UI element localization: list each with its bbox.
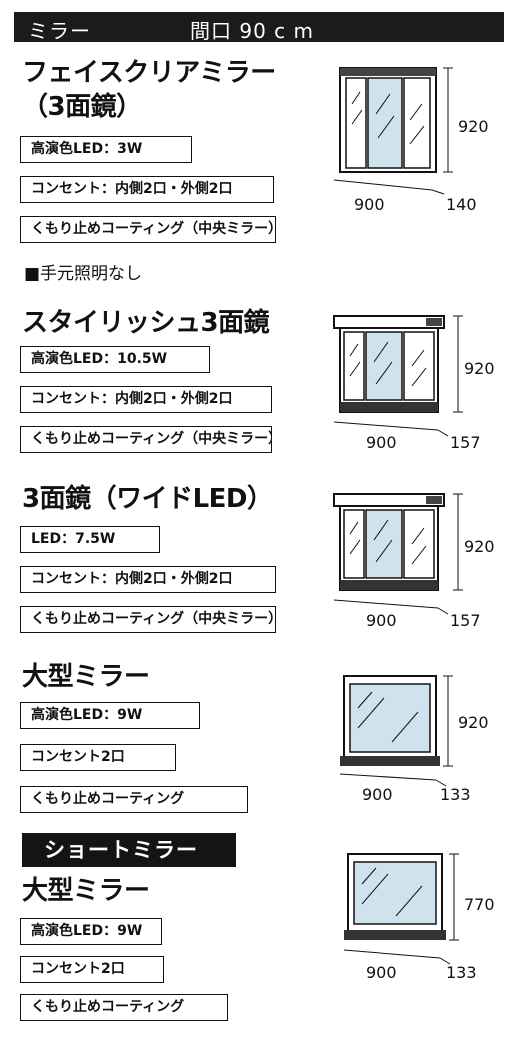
subsection-header: ショートミラー <box>22 833 236 867</box>
dim-depth: 133 <box>446 963 477 982</box>
mirror-diagram-5: 770 900 133 <box>343 853 495 982</box>
feature-antifog: くもり止めコーティング（中央ミラー） <box>20 216 276 243</box>
dim-height: 770 <box>464 895 495 914</box>
feature-antifog: くもり止めコーティング（中央ミラー） <box>20 606 276 633</box>
product-title: 3面鏡（ワイドLED） <box>22 484 273 514</box>
feature-led: 高演色LED：3W <box>20 136 192 163</box>
mirror-diagram-4: 920 900 133 <box>339 675 489 804</box>
feature-led: 高演色LED：10.5W <box>20 346 210 373</box>
feature-led: 高演色LED：9W <box>20 702 200 729</box>
dim-width: 900 <box>362 785 393 804</box>
feature-antifog: くもり止めコーティング <box>20 994 228 1021</box>
feature-outlet: コンセント2口 <box>20 956 164 983</box>
width-label: 間口 90 c m <box>190 19 314 43</box>
feature-antifog: くもり止めコーティング（中央ミラー） <box>20 426 272 453</box>
feature-outlet: コンセント：内側2口・外側2口 <box>20 176 274 203</box>
feature-outlet: コンセント：内側2口・外側2口 <box>20 386 272 413</box>
feature-led: LED：7.5W <box>20 526 160 553</box>
dim-height: 920 <box>464 359 495 378</box>
dim-width: 900 <box>354 195 385 214</box>
mirror-diagram-2: 920 900 157 <box>333 315 495 452</box>
section-header: ミラー 間口 90 c m <box>14 12 504 43</box>
feature-led: 高演色LED：9W <box>20 918 162 945</box>
category-label: ミラー <box>28 19 91 43</box>
dim-depth: 157 <box>450 433 481 452</box>
mirror-diagram-3: 920 900 157 <box>333 493 495 630</box>
feature-antifog: くもり止めコーティング <box>20 786 248 813</box>
product-title: 大型ミラー <box>22 662 150 692</box>
dim-width: 900 <box>366 433 397 452</box>
dim-width: 900 <box>366 611 397 630</box>
note-text: ■手元照明なし <box>24 264 143 284</box>
dim-depth: 157 <box>450 611 481 630</box>
mirror-diagram-1: 920 900 140 <box>333 67 489 214</box>
product-title: フェイスクリアミラー <box>22 58 276 88</box>
dim-depth: 140 <box>446 195 477 214</box>
product-title: スタイリッシュ3面鏡 <box>22 308 270 338</box>
dim-height: 920 <box>458 713 489 732</box>
dim-width: 900 <box>366 963 397 982</box>
dim-height: 920 <box>464 537 495 556</box>
feature-outlet: コンセント：内側2口・外側2口 <box>20 566 276 593</box>
product-title: 大型ミラー <box>22 876 150 906</box>
product-title-sub: （3面鏡） <box>22 92 142 122</box>
dim-height: 920 <box>458 117 489 136</box>
feature-outlet: コンセント2口 <box>20 744 176 771</box>
dim-depth: 133 <box>440 785 471 804</box>
